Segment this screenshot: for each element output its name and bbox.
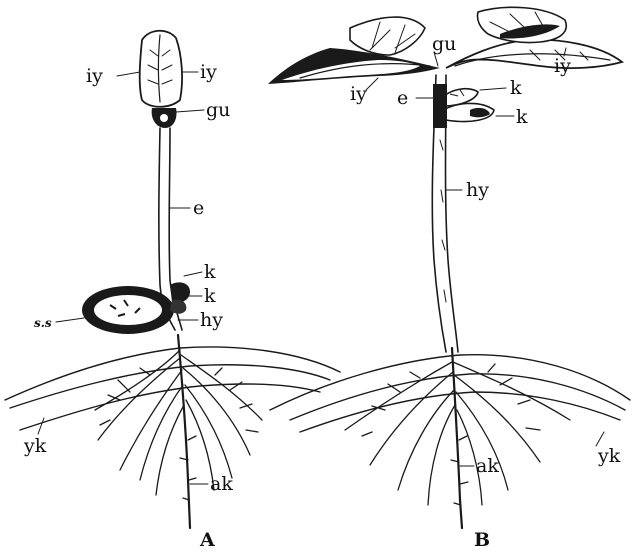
seed-coat-a: [82, 286, 174, 334]
label-e-a: e: [193, 197, 204, 219]
label-k-b-upper: k: [510, 77, 522, 99]
label-hy-a: hy: [200, 309, 223, 331]
label-iy-b-right: iy: [554, 55, 571, 77]
primary-leaf-b-left: [268, 17, 440, 84]
label-k-a-lower: k: [204, 285, 216, 307]
label-hy-b: hy: [466, 179, 489, 201]
caption-a: A: [199, 529, 215, 551]
soil-lines-a: [5, 347, 340, 430]
label-ak-a: ak: [210, 473, 233, 495]
label-ak-b: ak: [476, 455, 499, 477]
label-iy-a-right: iy: [200, 61, 217, 83]
plant-a: iy iy gu e k k s.s hy yk ak A: [5, 31, 340, 551]
label-e-b: e: [397, 87, 408, 109]
label-ss-a: s.s: [34, 316, 52, 330]
label-iy-b-left: iy: [350, 83, 367, 105]
primary-leaf-b-right: [446, 7, 622, 68]
label-gu-a: gu: [206, 99, 230, 121]
cotyledons-a: [170, 282, 190, 313]
label-gu-b: gu: [432, 33, 456, 55]
label-yk-a: yk: [23, 435, 47, 457]
label-k-b-lower: k: [516, 106, 528, 128]
label-k-a-upper: k: [204, 261, 216, 283]
roots-a: [95, 335, 262, 528]
label-iy-a-left: iy: [86, 65, 103, 87]
label-yk-b: yk: [597, 445, 621, 467]
plant-b: gu iy iy e k k hy ak yk B: [268, 7, 630, 551]
young-leaves-a: [140, 31, 182, 128]
caption-b: B: [474, 529, 490, 551]
cotyledons-b: [433, 84, 494, 128]
leader-lines-a: [38, 72, 208, 484]
